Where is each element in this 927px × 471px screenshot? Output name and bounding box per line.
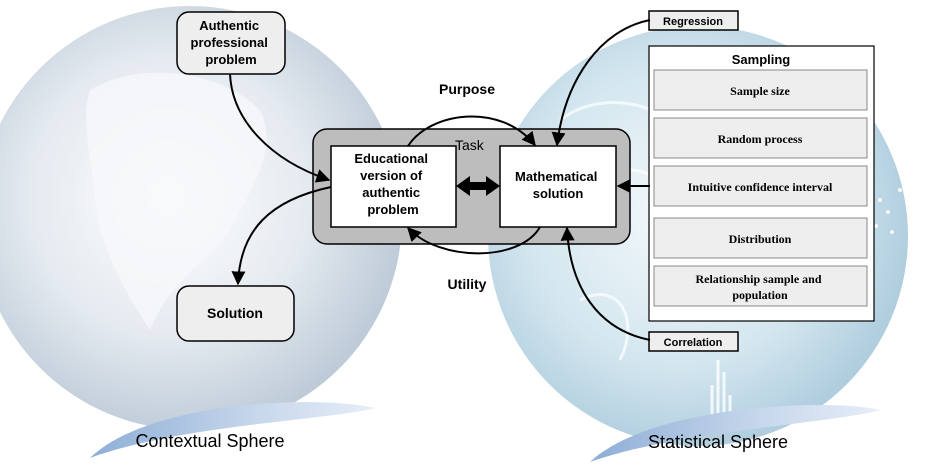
mathematical-solution-label: Mathematical solution — [515, 169, 601, 201]
arrow-utility — [407, 226, 541, 255]
continent-shape — [86, 72, 267, 330]
sampling-title: Sampling — [732, 52, 791, 67]
contextual-swoosh — [90, 402, 375, 458]
arrow-regression — [551, 19, 651, 147]
sampling-item-box — [653, 217, 868, 259]
task-label: Task — [455, 137, 485, 153]
sampling-item-label: Distribution — [729, 232, 792, 246]
regression-label: Regression — [663, 16, 723, 28]
sampling-item-box — [653, 117, 868, 159]
arrow-correlation — [560, 226, 651, 341]
solution-label: Solution — [207, 305, 263, 321]
sampling-item-label: Intuitive confidence interval — [688, 180, 833, 194]
solution-node — [176, 285, 295, 342]
sampling-item-label: Random process — [718, 132, 803, 146]
educational-version-label: Educational version of authentic problem — [354, 151, 431, 217]
sampling-item-box — [653, 69, 868, 111]
statistical-sphere-label: Statistical Sphere — [648, 432, 788, 452]
bidirectional-arrow — [456, 176, 500, 196]
sampling-item-box — [653, 165, 868, 207]
arrow-educational-to-solution — [231, 186, 332, 286]
sampling-item-box — [653, 265, 868, 307]
authentic-problem-label: Authentic professional problem — [191, 18, 272, 67]
correlation-label: Correlation — [664, 337, 723, 349]
statistical-swoosh — [590, 405, 880, 462]
purpose-label: Purpose — [439, 81, 495, 97]
contextual-sphere-label: Contextual Sphere — [135, 431, 284, 451]
sampling-item-label: Sample size — [730, 84, 790, 98]
arrow-purpose — [407, 115, 536, 147]
correlation-node — [648, 331, 739, 352]
mathematical-solution-box — [499, 145, 617, 228]
educational-version-box — [330, 145, 457, 228]
utility-label: Utility — [448, 276, 487, 292]
sampling-item-label: Relationship sample and population — [695, 272, 824, 302]
arrow-problem-to-educational — [229, 73, 331, 183]
